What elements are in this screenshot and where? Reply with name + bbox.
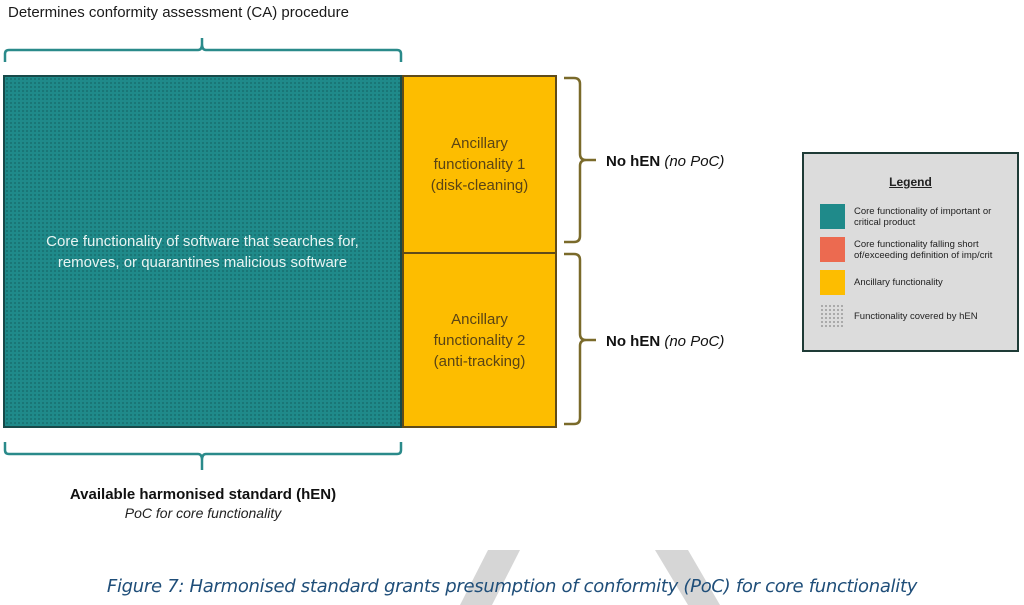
legend-label: Functionality covered by hEN (854, 311, 978, 322)
bottom-label: Available harmonised standard (hEN) PoC … (0, 486, 406, 521)
status-label-2: No hEN (no PoC) (606, 333, 724, 350)
bottom-label-subtitle: PoC for core functionality (124, 505, 282, 521)
status-label-1-bold: No hEN (606, 153, 661, 170)
right-brace-1 (564, 76, 596, 244)
core-functionality-box: Core functionality of software that sear… (3, 75, 402, 428)
ancillary-box-2: Ancillary functionality 2 (anti-tracking… (402, 252, 557, 428)
teal-swatch-icon (820, 204, 845, 229)
status-label-1-italic: (no PoC) (664, 153, 725, 170)
legend-label: Ancillary functionality (854, 277, 943, 288)
bottom-label-title: Available harmonised standard (hEN) (69, 486, 337, 503)
legend-label: Core functionality of important or criti… (854, 205, 992, 228)
legend-item-short: Core functionality falling short of/exce… (820, 237, 1014, 262)
legend-item-hen: Functionality covered by hEN (820, 304, 978, 329)
legend-item-ancillary: Ancillary functionality (820, 270, 943, 295)
status-label-2-italic: (no PoC) (664, 333, 725, 350)
figure-caption: Figure 7: Harmonised standard grants pre… (106, 576, 918, 597)
top-label: Determines conformity assessment (CA) pr… (8, 4, 349, 21)
legend-item-core: Core functionality of important or criti… (820, 204, 994, 229)
bottom-brace (3, 442, 403, 470)
legend: Legend Core functionality of important o… (802, 152, 1019, 352)
red-swatch-icon (820, 237, 845, 262)
ancillary-box-1: Ancillary functionality 1 (disk-cleaning… (402, 75, 557, 254)
right-brace-2 (564, 252, 596, 426)
top-brace (3, 38, 403, 62)
legend-title: Legend (889, 175, 932, 189)
ancillary-box-2-text: Ancillary functionality 2 (anti-tracking… (433, 310, 526, 370)
dotted-pattern-swatch-icon (820, 304, 845, 329)
status-label-2-bold: No hEN (606, 333, 661, 350)
status-label-1: No hEN (no PoC) (606, 153, 724, 170)
yellow-swatch-icon (820, 270, 845, 295)
legend-label: Core functionality falling short of/exce… (854, 238, 993, 261)
ancillary-box-1-text: Ancillary functionality 1 (disk-cleaning… (430, 135, 529, 194)
core-functionality-text: Core functionality of software that sear… (46, 232, 359, 271)
